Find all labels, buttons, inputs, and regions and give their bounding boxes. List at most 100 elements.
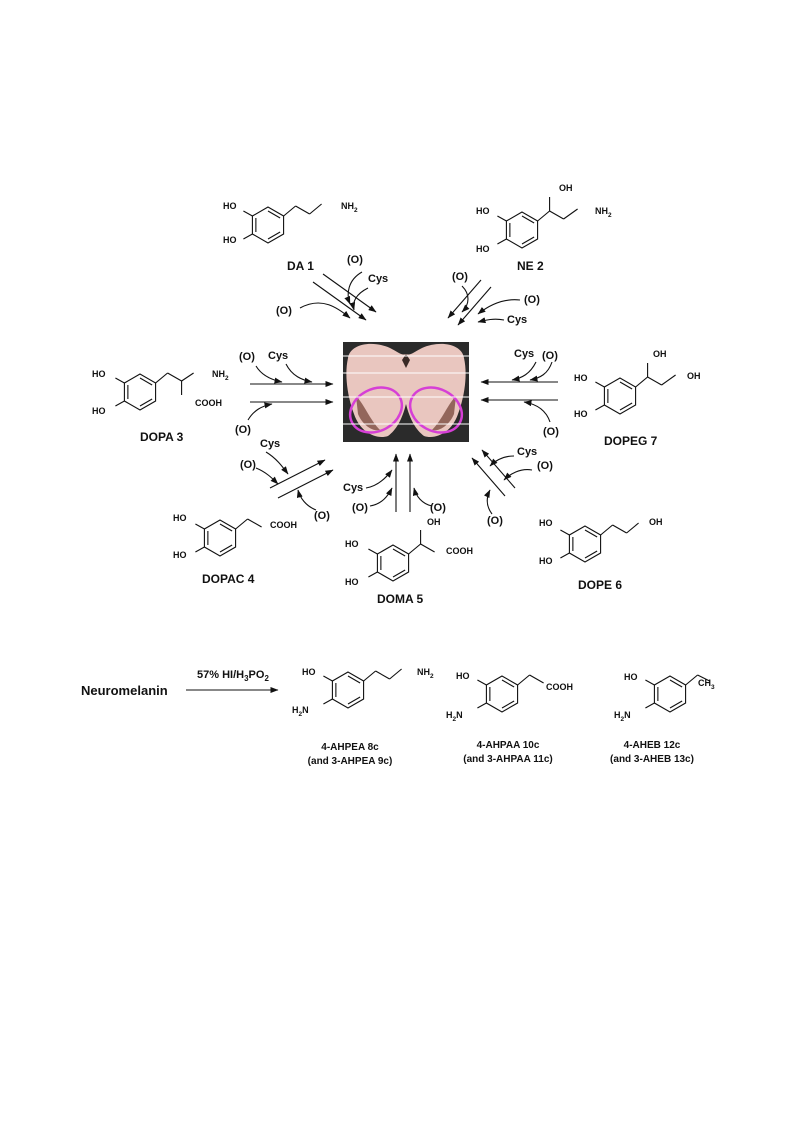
da-curve-cys [349, 287, 369, 311]
ne-curve-o2 [477, 299, 521, 315]
product-ahpaa-isomer: (and 3-AHPAA 11c) [463, 754, 553, 765]
ahpea-nh2-bond [323, 698, 333, 705]
atom-doma-oh-side: OH [427, 517, 441, 527]
atom-dopac-oh1: HO [173, 513, 187, 523]
da-arrow-2 [322, 273, 377, 313]
dopeg-ring [603, 377, 637, 415]
dopa-oh1-bond [115, 377, 125, 384]
ahpaa-ring [485, 675, 519, 713]
atom-da-oh1: HO [223, 201, 237, 211]
dopa-curve-cys [285, 363, 313, 384]
ne-oh1-bond [497, 215, 507, 222]
product-aheb: 4-AHEB 12c (and 3-AHEB 13c) [592, 740, 712, 765]
dope-oh1-bond [560, 529, 570, 536]
agent-dopa-o-bottom: (O) [235, 424, 251, 436]
reaction-arrows [186, 271, 558, 693]
ahpaa-nh2-bond [477, 702, 487, 709]
product-ahpea: 4-AHPEA 8c (and 3-AHPEA 9c) [290, 742, 410, 767]
agent-dopa-cys: Cys [268, 350, 289, 362]
dopeg-side-bond-1 [647, 376, 662, 386]
dopac-curve-o2 [296, 489, 317, 511]
dope-double-bond-2 [584, 529, 598, 538]
atom-ne-oh-side: OH [559, 183, 573, 193]
atom-ne-oh1: HO [476, 206, 490, 216]
ne-double-bond-1 [521, 236, 535, 245]
atom-ne-nh2: NH2 [595, 206, 612, 219]
dope-side-bond-2 [626, 522, 639, 534]
atom-aheb-nh2-ring: H2N [614, 710, 631, 723]
dopac-side-bond-1 [247, 518, 262, 528]
da-side-bond-1 [295, 205, 310, 215]
dopa-curve-o [255, 365, 283, 384]
ahpea-side-bond-0 [363, 670, 376, 682]
dope-ring [568, 525, 602, 563]
dopa-double-bond-1 [139, 398, 153, 407]
atom-ahpea-nh2: NH2 [417, 667, 434, 680]
atom-dope-oh1: HO [539, 518, 553, 528]
ne-arrow-1 [447, 279, 482, 319]
dopeg-curve-cys [511, 361, 537, 382]
atom-dope-oh-side: OH [649, 517, 663, 527]
dope-curve-o2 [483, 489, 493, 515]
da-arrow-1 [312, 281, 367, 321]
da-side-bond-2 [309, 203, 322, 215]
ahpea-side-bond-1 [375, 670, 390, 680]
dopac-arrow-1 [269, 459, 326, 489]
aheb-ring [653, 675, 687, 713]
aheb-nh2-bond [645, 702, 655, 709]
product-aheb-name: 4-AHEB 12c [623, 740, 681, 751]
dopeg-side-bond-2 [661, 374, 676, 386]
dopeg-double-bond-1 [619, 402, 633, 411]
doma-double-bond-1 [392, 569, 406, 578]
agent-ne-cys: Cys [507, 314, 528, 326]
dopa-curve-o2 [247, 402, 273, 421]
compound-label-dope: DOPE 6 [578, 578, 623, 592]
da-ring [251, 206, 285, 244]
ne-curve-o [461, 285, 470, 313]
da-oh1-bond [243, 210, 253, 217]
aheb-oh-bond [645, 679, 655, 686]
agent-dopac-o-bottom: (O) [314, 510, 330, 522]
product-ahpea-isomer: (and 3-AHPEA 9c) [307, 756, 393, 767]
atom-dopa-cooh: COOH [195, 398, 223, 408]
doma-ring [376, 544, 410, 582]
aheb-side-bond-1 [697, 674, 710, 682]
ahpea-oh-bond [323, 675, 333, 682]
ahpaa-side-bond-1 [529, 674, 544, 684]
agent-ne-o-right: (O) [524, 294, 540, 306]
dopac-oh2-bond [195, 546, 205, 553]
dopeg-double-bond-2 [619, 381, 633, 390]
ahpaa-double-bond-2 [501, 679, 515, 688]
atom-dope-oh2: HO [539, 556, 553, 566]
dope-curve-cys [489, 455, 515, 467]
dopa-side-bond-0 [155, 372, 168, 384]
atom-doma-oh2: HO [345, 577, 359, 587]
atom-ahpaa-oh: HO [456, 671, 470, 681]
agent-ne-o-top: (O) [452, 271, 468, 283]
ahpea-side-bond-2 [389, 668, 402, 680]
agent-da-o-top: (O) [347, 254, 363, 266]
atom-dopeg-oh-side: OH [653, 349, 667, 359]
degradation-reagent-text: 57% HI/H3PO2 [197, 669, 269, 684]
compound-label-da: DA 1 [287, 259, 314, 273]
dope-arrow-2 [481, 449, 516, 489]
atom-da-oh2: HO [223, 235, 237, 245]
atom-da-nh2: NH2 [341, 201, 358, 214]
da-double-bond-1 [267, 231, 281, 240]
ne-side-bond-2 [563, 208, 578, 220]
dopa-ring [123, 373, 157, 411]
agent-doma-o-left: (O) [352, 502, 368, 514]
atom-dopeg-oh-end: OH [687, 371, 701, 381]
dopac-ring [203, 519, 237, 557]
atom-dopa-oh2: HO [92, 406, 106, 416]
atom-dopeg-oh1: HO [574, 373, 588, 383]
dopac-double-bond-1 [219, 544, 233, 553]
compound-label-dopac: DOPAC 4 [202, 572, 255, 586]
doma-curve-o [369, 487, 393, 507]
dope-side-bond-1 [612, 524, 627, 534]
agent-doma-cys: Cys [343, 482, 364, 494]
product-ahpea-name: 4-AHPEA 8c [321, 742, 379, 753]
dopa-oh2-bond [115, 400, 125, 407]
doma-oh2-bond [368, 571, 378, 578]
dope-double-bond-1 [584, 550, 598, 559]
